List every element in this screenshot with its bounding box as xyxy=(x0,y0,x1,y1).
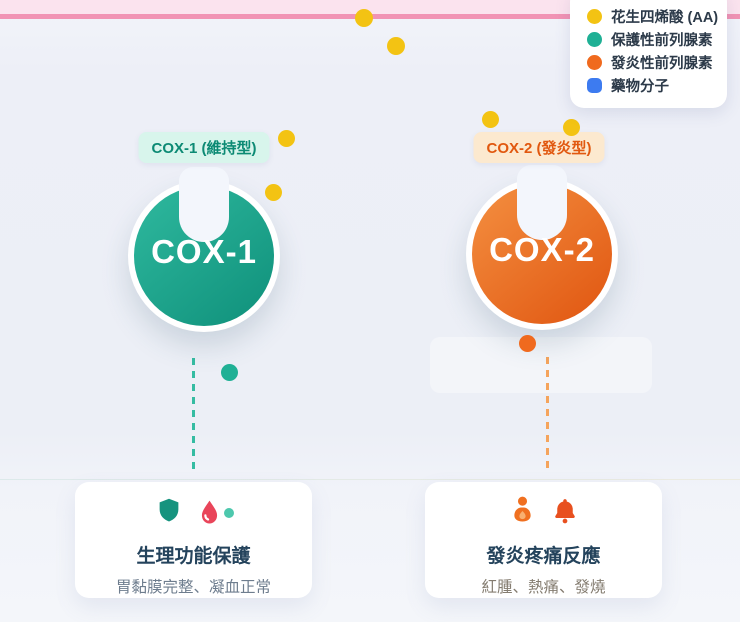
cell-membrane-fill xyxy=(0,0,740,14)
legend-item-label: 藥物分子 xyxy=(611,78,669,95)
protective-pg-mini-dot-icon xyxy=(223,508,234,518)
aa-molecule-dot xyxy=(563,119,580,136)
cox2-effect-card: 發炎疼痛反應 紅腫、熱痛、發燒 xyxy=(425,482,662,598)
aa-molecule-dot xyxy=(482,111,499,128)
cox1-product-flow-line xyxy=(192,358,195,472)
section-divider xyxy=(0,479,740,480)
cox2-enzyme-circle: COX-2 xyxy=(466,165,618,330)
cox1-card-icons xyxy=(75,497,312,529)
drug-legend-square-icon xyxy=(587,77,602,93)
cox2-type-tag: COX-2 (發炎型) xyxy=(473,132,605,163)
aa-molecule-dot xyxy=(355,9,373,27)
aa-molecule-dot xyxy=(278,130,295,147)
legend-item-protective-pg: 保護性前列腺素 xyxy=(587,29,713,49)
legend-item-label: 花生四烯酸 (AA) xyxy=(611,9,719,26)
legend-item-label: 保護性前列腺素 xyxy=(611,32,713,49)
cox2-card-icons xyxy=(425,495,662,531)
blood-drop-icon xyxy=(196,499,234,528)
cox2-active-site-notch xyxy=(517,165,567,240)
inflammatory-pg-legend-dot-icon xyxy=(587,54,602,70)
legend-panel: 花生四烯酸 (AA) 保護性前列腺素 發炎性前列腺素 藥物分子 xyxy=(570,0,727,108)
legend-item-label: 發炎性前列腺素 xyxy=(611,55,713,72)
cox2-card-title: 發炎疼痛反應 xyxy=(486,546,601,567)
legend-item-drug: 藥物分子 xyxy=(587,75,713,95)
inflammatory-pg-dot xyxy=(519,335,536,352)
cox2-card-subtitle: 紅腫、熱痛、發燒 xyxy=(481,579,606,596)
shield-icon xyxy=(154,496,184,531)
aa-molecule-dot xyxy=(387,37,405,55)
fading-annotation-box xyxy=(430,337,652,393)
cox2-enzyme-label: COX-2 xyxy=(489,231,595,268)
cox1-type-tag: COX-1 (維持型) xyxy=(138,132,270,163)
legend-item-aa: 花生四烯酸 (AA) xyxy=(587,6,718,26)
protective-pg-legend-dot-icon xyxy=(587,31,602,47)
cox1-enzyme-circle: COX-1 xyxy=(128,167,280,332)
protective-pg-dot xyxy=(221,364,238,381)
cox1-enzyme-label: COX-1 xyxy=(151,233,257,270)
cox1-card-title: 生理功能保護 xyxy=(136,546,251,567)
aa-molecule-dot xyxy=(265,184,282,201)
cox1-active-site-notch xyxy=(179,167,229,242)
cox2-product-flow-line xyxy=(546,357,549,472)
inflamed-person-icon xyxy=(507,495,538,531)
cox1-effect-card: 生理功能保護 胃黏膜完整、凝血正常 xyxy=(75,482,312,598)
alarm-bell-icon xyxy=(550,496,580,531)
cox1-card-subtitle: 胃黏膜完整、凝血正常 xyxy=(115,579,271,596)
aa-legend-dot-icon xyxy=(587,8,602,24)
legend-item-inflammatory-pg: 發炎性前列腺素 xyxy=(587,52,713,72)
